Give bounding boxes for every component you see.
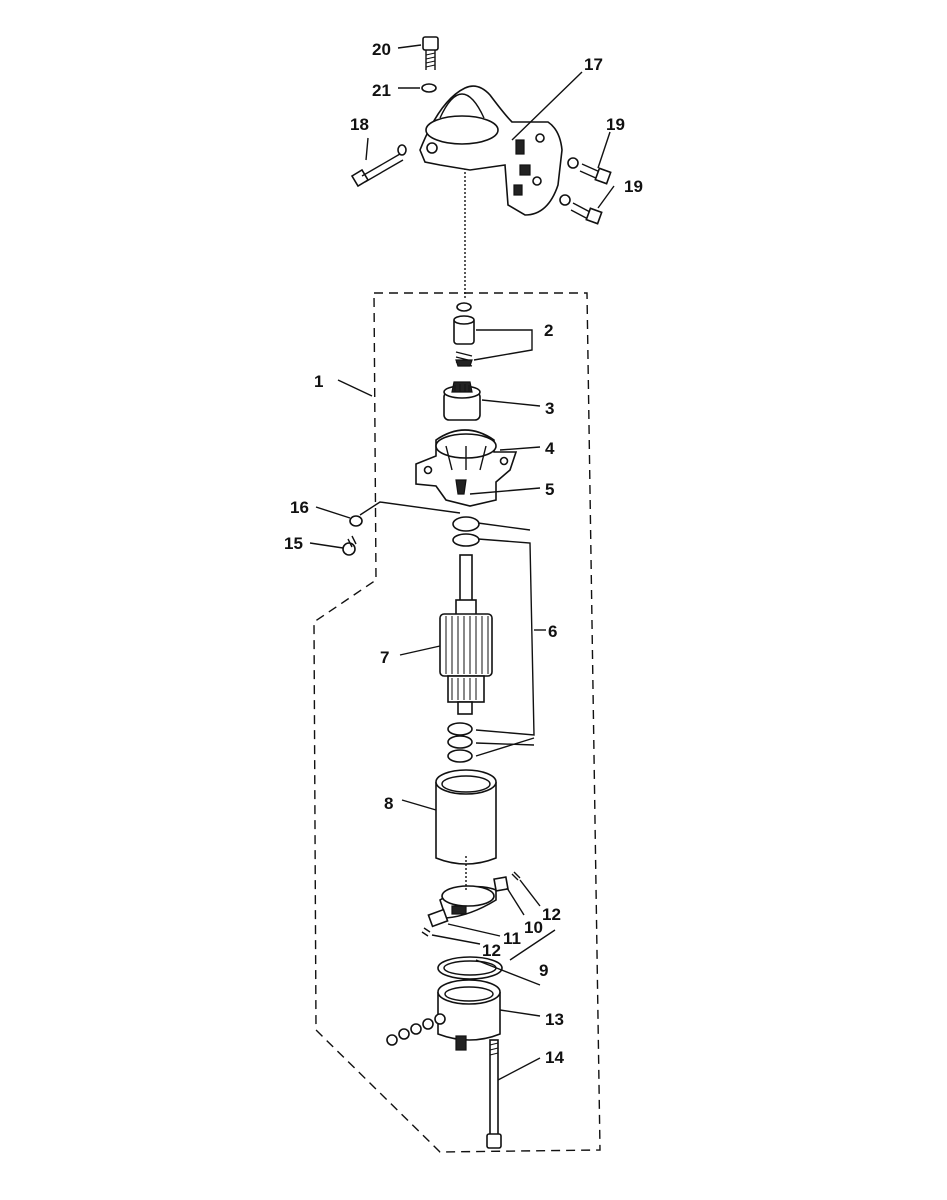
- leader-lines: [309, 44, 615, 1081]
- part-6-washer-top-a: [452, 516, 480, 532]
- callout-16: 16: [290, 498, 309, 517]
- part-14-through-bolt: [486, 1039, 502, 1149]
- callout-19-upper: 19: [606, 115, 625, 134]
- callout-18: 18: [350, 115, 369, 134]
- part-19-bolt-lower: [559, 194, 603, 225]
- callout-2: 2: [544, 321, 553, 340]
- callout-8: 8: [384, 794, 393, 813]
- part-2-spring: [455, 351, 473, 367]
- callout-20: 20: [372, 40, 391, 59]
- part-17-drive-housing: [419, 85, 563, 216]
- callout-labels: 20 21 17 18 19 19 2 1 3 4 5 16 15 6 7 8 …: [284, 40, 643, 1067]
- part-21-washer: [421, 83, 437, 93]
- part-4-end-frame: [415, 429, 518, 507]
- part-20-bolt: [422, 36, 439, 70]
- part-12-spring-lower: [421, 927, 431, 937]
- callout-21: 21: [372, 81, 391, 100]
- part-8-field-frame: [435, 769, 497, 865]
- part-2-pinion-spacer: [453, 315, 475, 345]
- callout-14: 14: [545, 1048, 564, 1067]
- callout-1: 1: [314, 372, 323, 391]
- part-7-armature: [439, 554, 493, 715]
- callout-7: 7: [380, 648, 389, 667]
- callout-15: 15: [284, 534, 303, 553]
- part-6-washer-top-b: [452, 533, 480, 547]
- terminal-hardware: [386, 1013, 446, 1046]
- part-10-brush: [493, 876, 509, 892]
- part-18-bolt: [350, 144, 407, 188]
- part-15-screw: [342, 535, 357, 556]
- callout-12-upper: 12: [542, 905, 561, 924]
- part-6-washer-bottom-a: [447, 722, 473, 736]
- callout-5: 5: [545, 480, 554, 499]
- callout-17: 17: [584, 55, 603, 74]
- callout-3: 3: [545, 399, 554, 418]
- callout-12-lower: 12: [482, 941, 501, 960]
- callout-11: 11: [503, 929, 521, 948]
- callout-4: 4: [545, 439, 555, 458]
- callout-19-lower: 19: [624, 177, 643, 196]
- small-ring: [456, 302, 472, 312]
- part-5-pin: [455, 479, 467, 495]
- part-6-washer-bottom-b: [447, 735, 473, 749]
- callout-6: 6: [548, 622, 557, 641]
- part-16-washer: [349, 515, 363, 527]
- callout-10: 10: [524, 918, 543, 937]
- callout-13: 13: [545, 1010, 564, 1029]
- part-3-drive-pinion: [443, 381, 481, 421]
- part-12-spring-upper: [511, 871, 521, 881]
- callout-9: 9: [539, 961, 548, 980]
- part-19-bolt-upper: [567, 157, 612, 185]
- part-13-end-cap: [437, 979, 501, 1051]
- part-6-washer-bottom-c: [447, 749, 473, 763]
- part-9-brush-plate: [427, 856, 497, 928]
